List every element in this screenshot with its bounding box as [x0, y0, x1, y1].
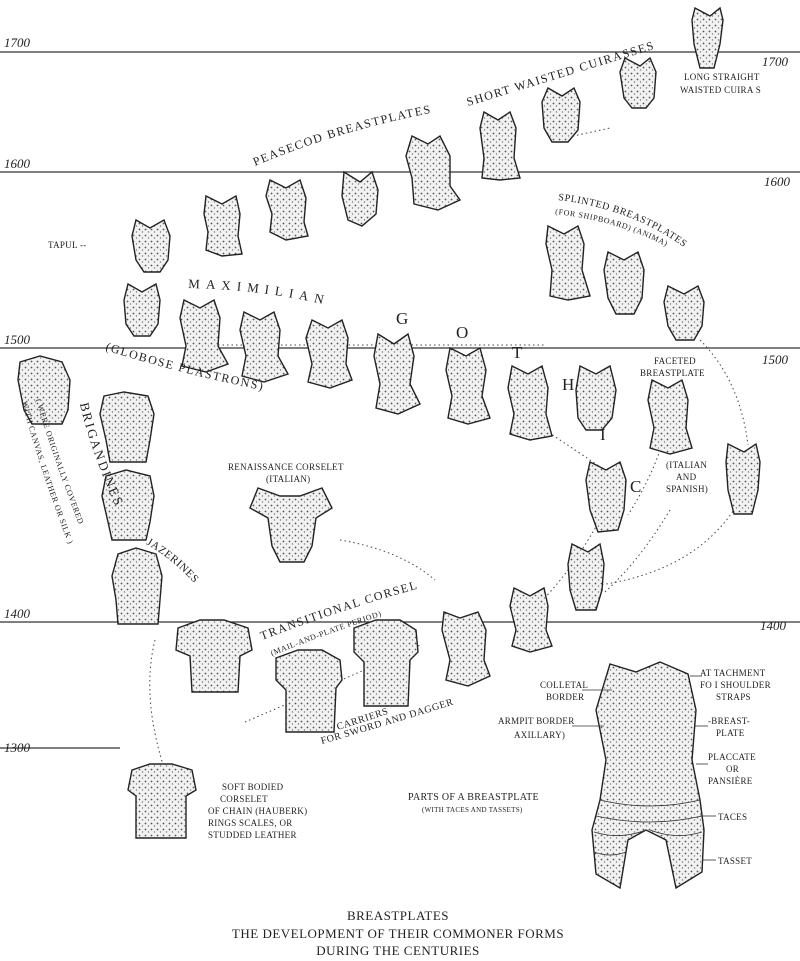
- breastplate-figure-splinted-1: [545, 224, 591, 301]
- italian-spanish-label-3: SPANISH): [666, 484, 708, 494]
- soft-bodied-label-5: STUDDED LEATHER: [208, 830, 297, 840]
- caption-line-2: THE DEVELOPMENT OF THEIR COMMONER FORMS: [232, 926, 564, 941]
- breastplate-part-label-2: PLATE: [716, 728, 745, 738]
- breastplate-figure-globose-1: [123, 282, 161, 337]
- breastplate-figure-short-waisted-3: [541, 86, 581, 143]
- italian-spanish-label-1: (ITALIAN: [666, 460, 707, 470]
- breastplate-figure-maximilian-2: [239, 310, 290, 383]
- tace-band-3: [593, 829, 647, 836]
- plain-labels: LONG STRAIGHT WAISTED CUIRA S TAPUL -- F…: [48, 72, 771, 866]
- caption-line-1: BREASTPLATES: [347, 908, 449, 923]
- tace-band-4: [649, 829, 703, 836]
- breastplate-figure-splinted-2: [603, 250, 645, 315]
- breastplate-figure-soft-bodied: [127, 763, 197, 839]
- breastplate-figure-peasecod-1: [203, 194, 243, 257]
- placcate-label-3: PANSIÈRE: [708, 776, 753, 786]
- caption: BREASTPLATES THE DEVELOPMENT OF THEIR CO…: [232, 908, 564, 958]
- attachment-label-1: AT TACHMENT: [700, 668, 766, 678]
- breastplate-figure-gothic-2: [445, 346, 491, 425]
- gothic-letter-g: G: [396, 309, 408, 328]
- breastplate-figure-tapul: [131, 218, 171, 273]
- breastplate-figure-gothic-3: [507, 364, 553, 441]
- soft-bodied-label-4: RINGS SCALES, OR: [208, 818, 293, 828]
- breastplate-part-label-1: -BREAST-: [708, 716, 750, 726]
- armor-figures: [17, 6, 761, 839]
- tace-band-2: [595, 815, 703, 823]
- long-straight-label-1: LONG STRAIGHT: [684, 72, 760, 82]
- breastplate-figure-gothic-1: [373, 332, 421, 415]
- breastplate-figure-short-waisted-1: [405, 134, 462, 211]
- year-label-1400-left: 1400: [4, 606, 31, 621]
- year-label-1500-left: 1500: [4, 332, 31, 347]
- breastplate-figure-faceted: [647, 378, 693, 455]
- faceted-label-1: FACETED: [654, 356, 696, 366]
- breastplate-figure-transitional-4: [441, 611, 491, 687]
- gothic-letter-c: C: [630, 477, 641, 496]
- caption-line-3: DURING THE CENTURIES: [316, 943, 480, 958]
- gothic-letter-t: T: [512, 343, 523, 362]
- breastplate-figure-transitional-5: [509, 586, 553, 653]
- attachment-label-2: FO I SHOULDER: [700, 680, 771, 690]
- year-label-1400-right: 1400: [760, 618, 787, 633]
- breastplate-figure-short-waisted-2: [479, 110, 521, 181]
- breastplate-figure-maximilian-1: [179, 298, 230, 373]
- year-label-1700-right: 1700: [762, 54, 789, 69]
- soft-bodied-label-2: CORSELET: [220, 794, 268, 804]
- breastplate-parts-figure: [572, 661, 716, 890]
- gothic-letters: G O T H I C: [396, 309, 641, 496]
- year-label-1500-right: 1500: [762, 352, 789, 367]
- gothic-letter-o: O: [456, 323, 468, 342]
- breastplate-figure-transitional-2: [275, 649, 343, 733]
- soft-bodied-label-1: SOFT BODIED: [222, 782, 284, 792]
- long-straight-label-2: WAISTED CUIRA S: [680, 85, 761, 95]
- tace-band-1: [599, 799, 701, 807]
- breastplate-figure-brigandine-3: [101, 469, 155, 541]
- colletal-label-2: BORDER: [546, 692, 584, 702]
- year-label-1700-left: 1700: [4, 35, 31, 50]
- breastplate-figure-gothic-6: [567, 542, 605, 611]
- breastplate-figure-peasecod-3: [341, 170, 379, 227]
- breastplate-figure-splinted-3: [663, 284, 705, 341]
- large-breastplate: [591, 661, 705, 890]
- breastplate-figure-brigandine-2: [99, 391, 155, 463]
- breastplate-figure-brigandine-1: [17, 355, 71, 425]
- taces-label: TACES: [718, 812, 747, 822]
- armpit-label-1: ARMPIT BORDER: [498, 716, 575, 726]
- tasset-label: TASSET: [718, 856, 752, 866]
- breastplate-figure-long-straight: [691, 6, 724, 69]
- breastplate-figure-transitional-1: [175, 619, 253, 693]
- breastplate-figure-peasecod-2: [265, 178, 309, 241]
- parts-label-1: PARTS OF A BREASTPLATE: [408, 792, 539, 803]
- breastplate-figure-jazerine: [111, 547, 163, 625]
- renaissance-label-2: (ITALIAN): [266, 474, 310, 484]
- colletal-label-1: COLLETAL: [540, 680, 588, 690]
- parts-label-2: (WITH TACES AND TASSETS): [422, 806, 523, 814]
- breastplate-figure-short-waisted-4: [619, 56, 657, 109]
- breastplate-figure-gothic-5: [585, 460, 627, 533]
- renaissance-label-1: RENAISSANCE CORSELET: [228, 462, 344, 472]
- attachment-label-3: STRAPS: [716, 692, 751, 702]
- placcate-label-1: PLACCATE: [708, 752, 756, 762]
- year-label-1300-left: 1300: [4, 740, 31, 755]
- peasecod-breastplates-label: PEASECOD BREASTPLATES: [251, 102, 433, 169]
- year-label-1600-right: 1600: [764, 174, 791, 189]
- tasset-band: [593, 851, 627, 856]
- faceted-label-2: BREASTPLATE: [640, 368, 705, 378]
- armpit-label-2: AXILLARY): [514, 730, 565, 740]
- breastplate-figure-gothic-4: [575, 364, 617, 431]
- breastplate-figure-italian-spanish: [725, 442, 761, 515]
- breastplate-figure-maximilian-3: [305, 318, 353, 389]
- year-label-1600-left: 1600: [4, 156, 31, 171]
- gothic-letter-h: H: [562, 375, 574, 394]
- tapul-label: TAPUL --: [48, 240, 87, 250]
- breastplate-figure-renaissance: [249, 487, 333, 563]
- gothic-letter-i: I: [600, 425, 606, 444]
- placcate-label-2: OR: [726, 764, 739, 774]
- italian-spanish-label-2: AND: [676, 472, 697, 482]
- century-labels: 1700 1700 1600 1600 1500 1500 1400 1400 …: [4, 35, 791, 755]
- breastplate-figure-transitional-3: [353, 619, 419, 707]
- soft-bodied-label-3: OF CHAIN (HAUBERK): [208, 806, 307, 816]
